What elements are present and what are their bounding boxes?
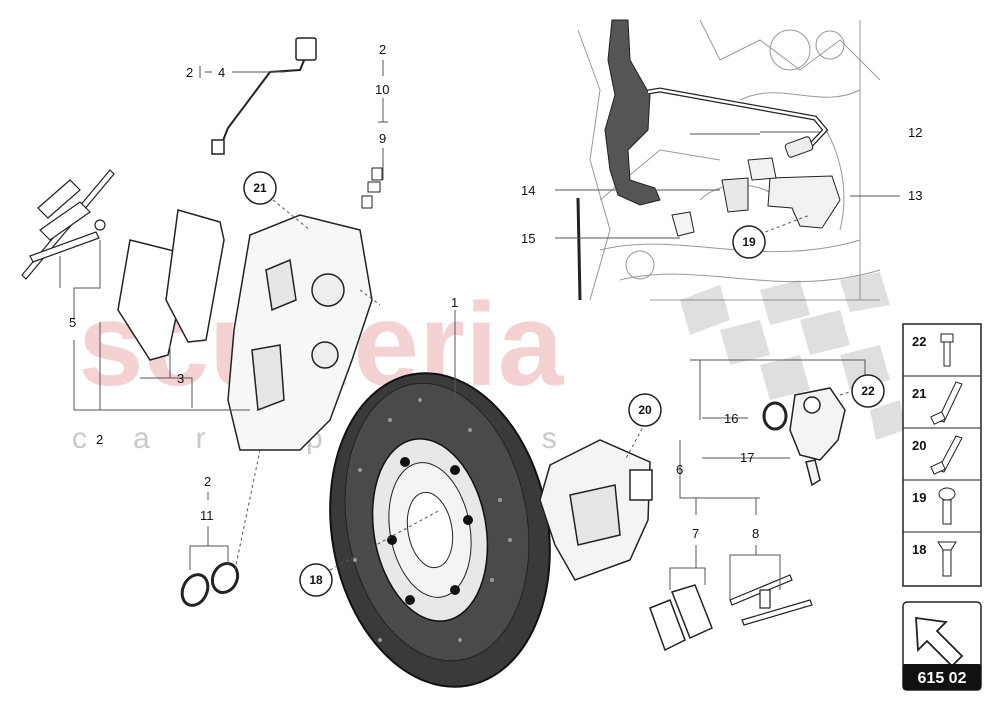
arrow-icon bbox=[915, 616, 964, 668]
callout-2-sensor: 2 bbox=[186, 65, 193, 80]
svg-text:20: 20 bbox=[638, 403, 652, 417]
svg-text:19: 19 bbox=[742, 235, 756, 249]
callout-1: 1 bbox=[451, 295, 458, 310]
seal-ring-part bbox=[762, 401, 788, 431]
bracket-part bbox=[767, 175, 841, 229]
callout-2-seals: 2 bbox=[204, 474, 211, 489]
brake-line-fitting bbox=[784, 136, 814, 158]
callout-4: 4 bbox=[218, 65, 225, 80]
clip-part bbox=[721, 177, 749, 213]
bolt-long-icon bbox=[930, 381, 963, 425]
small-pins-part bbox=[729, 574, 813, 626]
svg-text:18: 18 bbox=[309, 573, 323, 587]
callout-10: 10 bbox=[375, 82, 389, 97]
callout-numbers: 2 4 2 10 9 5 3 2 1 12 13 14 15 16 17 6 7… bbox=[69, 42, 922, 541]
reference-box[interactable]: 615 02 bbox=[902, 601, 982, 691]
brake-disc-part bbox=[329, 372, 551, 688]
reference-code: 615 02 bbox=[918, 670, 967, 687]
callout-5: 5 bbox=[69, 315, 76, 330]
spring-clip-part bbox=[671, 211, 695, 237]
piston-seals-part bbox=[180, 561, 240, 607]
upright-shape bbox=[604, 19, 661, 206]
wear-sensor-part bbox=[211, 37, 317, 155]
callout-17: 17 bbox=[740, 450, 754, 465]
screw-countersunk-icon bbox=[937, 541, 957, 577]
brake-caliper-part bbox=[227, 214, 373, 451]
callout-14: 14 bbox=[521, 183, 535, 198]
callout-6: 6 bbox=[676, 462, 683, 477]
callout-13: 13 bbox=[908, 188, 922, 203]
callout-9: 9 bbox=[379, 131, 386, 146]
leader-lines bbox=[59, 60, 900, 600]
callout-16: 16 bbox=[724, 411, 738, 426]
callout-2-bleed: 2 bbox=[379, 42, 386, 57]
legend-label-2: 20 bbox=[912, 438, 926, 453]
svg-text:21: 21 bbox=[253, 181, 267, 195]
brake-pads-part bbox=[117, 209, 225, 361]
legend-label-0: 22 bbox=[912, 334, 926, 349]
legend-label-1: 21 bbox=[912, 386, 926, 401]
legend-label-3: 19 bbox=[912, 490, 926, 505]
circled-callout-18: 18 bbox=[299, 563, 333, 597]
bleed-screw-part bbox=[361, 167, 383, 209]
bolt-short-icon bbox=[940, 333, 954, 367]
circled-callout-22: 22 bbox=[851, 374, 885, 408]
guide-pin-parts bbox=[21, 169, 115, 280]
circled-callout-20: 20 bbox=[628, 393, 662, 427]
actuator-housing-part bbox=[789, 387, 846, 487]
circled-callout-19: 19 bbox=[732, 225, 766, 259]
fastener-legend: 22 21 20 19 18 bbox=[902, 323, 982, 587]
callout-2-caliper: 2 bbox=[96, 432, 103, 447]
callout-11: 11 bbox=[200, 508, 214, 523]
callout-3: 3 bbox=[177, 371, 184, 386]
parking-caliper-part bbox=[539, 439, 653, 581]
small-pads-part bbox=[649, 584, 713, 652]
screw-round-head-icon bbox=[938, 487, 956, 525]
callout-12: 12 bbox=[908, 125, 922, 140]
legend-label-4: 18 bbox=[912, 542, 926, 557]
circled-callout-21: 21 bbox=[243, 171, 277, 205]
callout-7: 7 bbox=[692, 526, 699, 541]
callout-8: 8 bbox=[752, 526, 759, 541]
circled-callouts: 21 19 20 22 18 bbox=[243, 171, 885, 597]
bolt-medium-icon bbox=[930, 435, 963, 475]
svg-text:22: 22 bbox=[861, 384, 875, 398]
callout-15: 15 bbox=[521, 231, 535, 246]
